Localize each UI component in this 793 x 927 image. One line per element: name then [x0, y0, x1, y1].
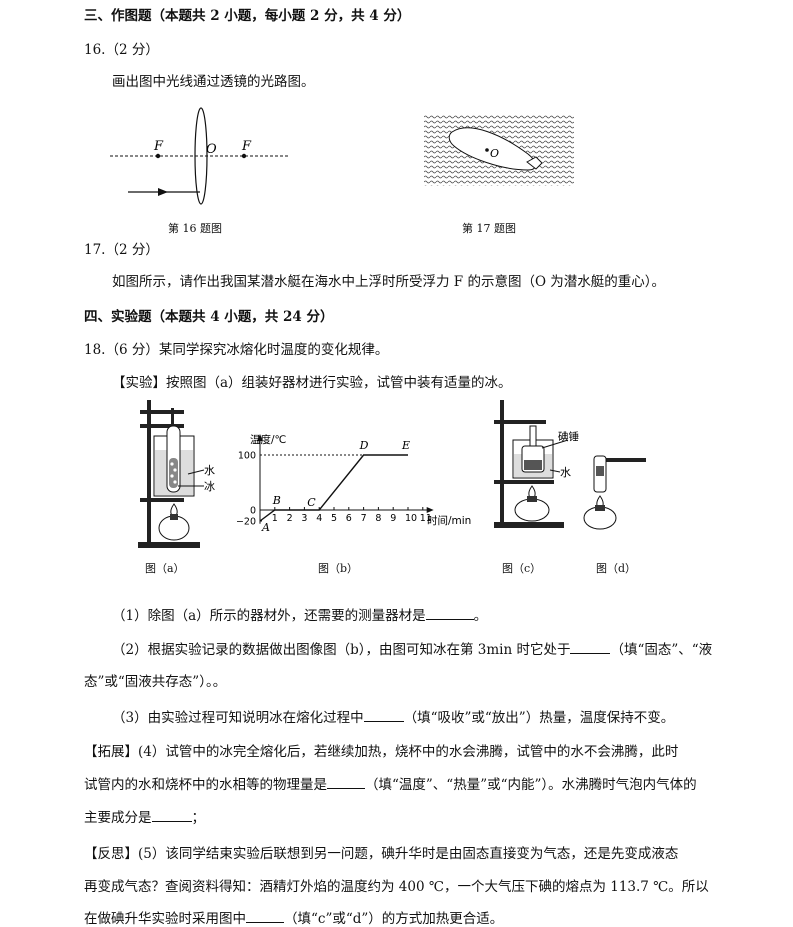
q4-blank-2[interactable]	[151, 809, 192, 822]
fig-a-apparatus: 水 冰	[138, 400, 215, 548]
fig-c-iodine-label: 碘锤	[558, 430, 579, 443]
point-label-b: B	[272, 494, 281, 507]
fig16-lens-diagram: F O F	[110, 107, 290, 205]
fig16-caption: 第 16 题图	[168, 222, 222, 235]
fig16-f-left: F	[153, 139, 164, 154]
section-4-heading: 四、实验题（本题共 4 小题，共 24 分）	[84, 309, 334, 325]
x-tick-label: 2	[287, 513, 293, 524]
fig-d-apparatus	[583, 455, 646, 530]
fig17-submarine-diagram: O	[424, 114, 574, 186]
fig-a-caption: 图（a）	[145, 562, 185, 575]
q18-head: 18.（6 分）某同学探究冰熔化时温度的变化规律。	[84, 342, 389, 358]
q2-text: （2）根据实验记录的数据做出图像图（b），由图可知冰在第 3min 时它处于	[112, 642, 571, 658]
q4-line-1: 【拓展】(4）试管中的冰完全熔化后，若继续加热，烧杯中的水会沸腾，试管中的水不会…	[84, 744, 679, 760]
x-tick-label: 1	[272, 513, 278, 524]
x-tick-label: 10	[405, 513, 417, 524]
q4-text: 试管内的水和烧杯中的水相等的物理量是	[84, 777, 327, 793]
fig17-caption: 第 17 题图	[462, 222, 516, 235]
q4-text-2: 主要成分是	[84, 810, 152, 826]
fig-a-ice-label: 冰	[204, 480, 215, 493]
x-tick-label: 6	[346, 513, 352, 524]
q17-head: 17.（2 分）	[84, 242, 159, 258]
q2-line: （2）根据实验记录的数据做出图像图（b），由图可知冰在第 3min 时它处于 （填…	[112, 638, 712, 658]
section-3-heading: 三、作图题（本题共 2 小题，每小题 2 分，共 4 分）	[84, 8, 411, 24]
fig17-o: O	[490, 147, 499, 160]
fig-c-caption: 图（c）	[502, 562, 542, 575]
fig-c-water-label: 水	[560, 466, 571, 479]
q1-text: （1）除图（a）所示的器材外，还需要的测量器材是	[112, 608, 426, 624]
fig-d-caption: 图（d）	[596, 562, 637, 575]
q4-blank-1[interactable]	[327, 776, 365, 789]
q16-text: 画出图中光线通过透镜的光路图。	[112, 74, 315, 90]
q2-blank[interactable]	[570, 641, 611, 654]
q17-text: 如图所示，请作出我国某潜水艇在海水中上浮时所受浮力 F 的示意图（O 为潜水艇的…	[112, 274, 666, 290]
temperature-line	[259, 454, 408, 522]
q2-cont: 态”或“固液共存态”）。。	[84, 674, 227, 690]
q1-end: 。	[473, 608, 488, 624]
q5-line-2: 再变成气态？查阅资料得知：酒精灯外焰的温度约为 400 ℃，一个大气压下碘的熔点…	[84, 879, 709, 895]
q5-line-3: 在做碘升华实验时采用图中 （填“c”或“d”）的方式加热更合适。	[84, 907, 503, 927]
q3-end: （填“吸收”或“放出”）热量，温度保持不变。	[403, 710, 675, 726]
point-label-e: E	[401, 439, 410, 452]
y-tick-label: −20	[236, 517, 256, 528]
y-tick-label: 0	[250, 506, 256, 517]
q2-options: （填“固态”、“液	[610, 642, 713, 658]
q5-text: 在做碘升华实验时采用图中	[84, 911, 246, 927]
fig-b-ylabel: 温度/℃	[250, 433, 286, 446]
q5-blank[interactable]	[246, 910, 284, 923]
fig-a-water-label: 水	[204, 464, 215, 477]
q16-head: 16.（2 分）	[84, 42, 159, 58]
q4-end: ；	[191, 810, 206, 826]
q5-line-1: 【反思】(5）该同学结束实验后联想到另一问题，碘升华时是由固态直接变为气态，还是…	[84, 846, 679, 862]
x-tick-label: 3	[301, 513, 307, 524]
q3-line: （3）由实验过程可知说明冰在熔化过程中 （填“吸收”或“放出”）热量，温度保持不变…	[112, 706, 674, 726]
point-label-a: A	[261, 521, 270, 534]
q3-blank[interactable]	[363, 709, 404, 722]
fig-c-apparatus: 碘锤 水	[494, 400, 579, 528]
q4-line-3: 主要成分是 ；	[84, 806, 205, 826]
q1-line: （1）除图（a）所示的器材外，还需要的测量器材是 。	[112, 604, 487, 624]
q4-line-2: 试管内的水和烧杯中的水相等的物理量是 （填“温度”、“热量”或“内能”）。水沸腾时…	[84, 773, 697, 793]
q4-options: （填“温度”、“热量”或“内能”）。水沸腾时气泡内气体的	[365, 777, 697, 793]
y-axis-arrow	[257, 434, 263, 441]
q3-text: （3）由实验过程可知说明冰在熔化过程中	[112, 710, 364, 726]
fig-b-xlabel: 时间/min	[427, 514, 471, 527]
q5-end: （填“c”或“d”）的方式加热更合适。	[284, 911, 504, 927]
x-axis-arrow	[426, 507, 434, 513]
point-label-c: C	[307, 496, 316, 509]
fig16-f-right: F	[241, 139, 252, 154]
x-tick-label: 7	[361, 513, 367, 524]
fig16-o: O	[206, 142, 217, 157]
x-tick-label: 5	[331, 513, 337, 524]
x-tick-label: 4	[316, 513, 322, 524]
q1-blank[interactable]	[425, 607, 474, 620]
q18-experiment: 【实验】按照图（a）组装好器材进行实验，试管中装有适量的冰。	[112, 375, 512, 391]
point-label-d: D	[359, 439, 369, 452]
y-tick-label: 100	[238, 451, 256, 462]
x-tick-label: 11	[420, 513, 432, 524]
x-tick-label: 9	[390, 513, 396, 524]
fig-b-caption: 图（b）	[318, 562, 359, 575]
x-tick-label: 8	[375, 513, 381, 524]
